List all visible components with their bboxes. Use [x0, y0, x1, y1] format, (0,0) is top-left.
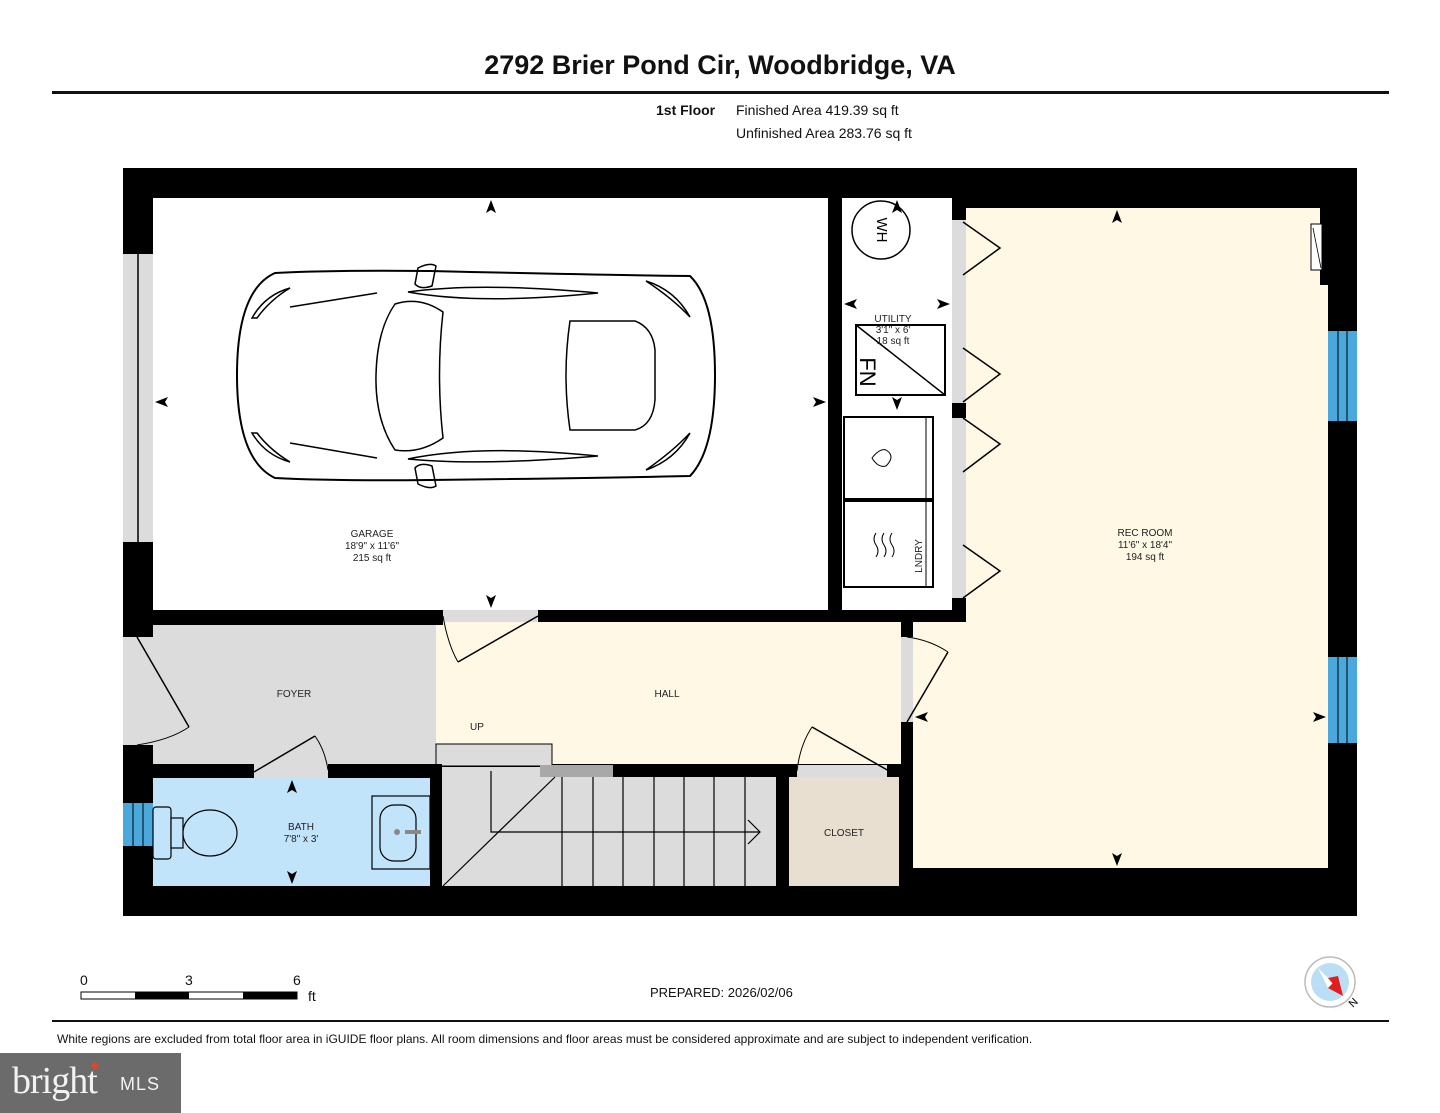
bath-name: BATH [288, 822, 314, 833]
unfinished-area: Unfinished Area 283.76 sq ft [736, 125, 912, 141]
water-heater-icon [851, 200, 911, 260]
toilet-icon [152, 806, 238, 860]
stairs [442, 767, 776, 886]
room-closet[interactable] [789, 777, 899, 886]
window [123, 803, 153, 846]
utility-dims: 3'1" x 6' [876, 325, 911, 336]
prepared-date: PREPARED: 2026/02/06 [650, 985, 793, 1000]
scale-tick-3: 3 [185, 972, 193, 988]
window [1328, 331, 1357, 421]
hall-name: HALL [654, 689, 679, 700]
garage-area: 215 sq ft [353, 553, 392, 564]
bright-mls-logo: bright MLS [0, 1053, 181, 1113]
disclaimer: White regions are excluded from total fl… [57, 1032, 1033, 1046]
bath-dims: 7'8" x 3' [284, 834, 319, 845]
laundry-appliances [843, 416, 934, 588]
room-foyer[interactable] [153, 625, 436, 764]
room-hall[interactable] [436, 622, 901, 764]
scale-bar [80, 991, 298, 1000]
garage-dims: 18'9" x 11'6" [345, 541, 400, 552]
rec-room-area: 194 sq ft [1126, 552, 1165, 563]
page-title: 2792 Brier Pond Cir, Woodbridge, VA [484, 50, 956, 80]
scale-unit: ft [308, 988, 316, 1004]
sink-icon [371, 795, 431, 870]
finished-area: Finished Area 419.39 sq ft [736, 102, 899, 118]
logo-brand: bright [12, 1060, 98, 1102]
logo-suffix: MLS [120, 1074, 161, 1094]
closet-name: CLOSET [824, 828, 864, 839]
window [1328, 657, 1357, 743]
furnace-icon [855, 324, 946, 396]
rec-room-name: REC ROOM [1118, 528, 1173, 539]
foyer-name: FOYER [277, 689, 311, 700]
heat-icon [873, 532, 895, 558]
water-heater-label: WH [873, 218, 890, 243]
car-icon [235, 263, 717, 489]
footer-divider [52, 1020, 1389, 1022]
room-rec-room[interactable] [903, 208, 1328, 868]
stairs-up-label: UP [470, 722, 484, 733]
utility-name: UTILITY [874, 314, 912, 325]
utility-area: 18 sq ft [877, 336, 910, 347]
water-drop-icon [871, 449, 892, 467]
bifold-door [962, 221, 1002, 599]
scale-tick-0: 0 [80, 972, 88, 988]
garage-name: GARAGE [351, 529, 394, 540]
scale-tick-6: 6 [293, 972, 301, 988]
dimension-arrows [155, 200, 1326, 884]
laundry-label: LNDRY [914, 539, 925, 573]
header-divider [52, 91, 1389, 94]
furnace-label: FN [855, 357, 880, 386]
compass-icon [1304, 956, 1356, 1008]
rec-room-dims: 11'6" x 18'4" [1118, 540, 1173, 551]
floor-name: 1st Floor [656, 102, 716, 118]
